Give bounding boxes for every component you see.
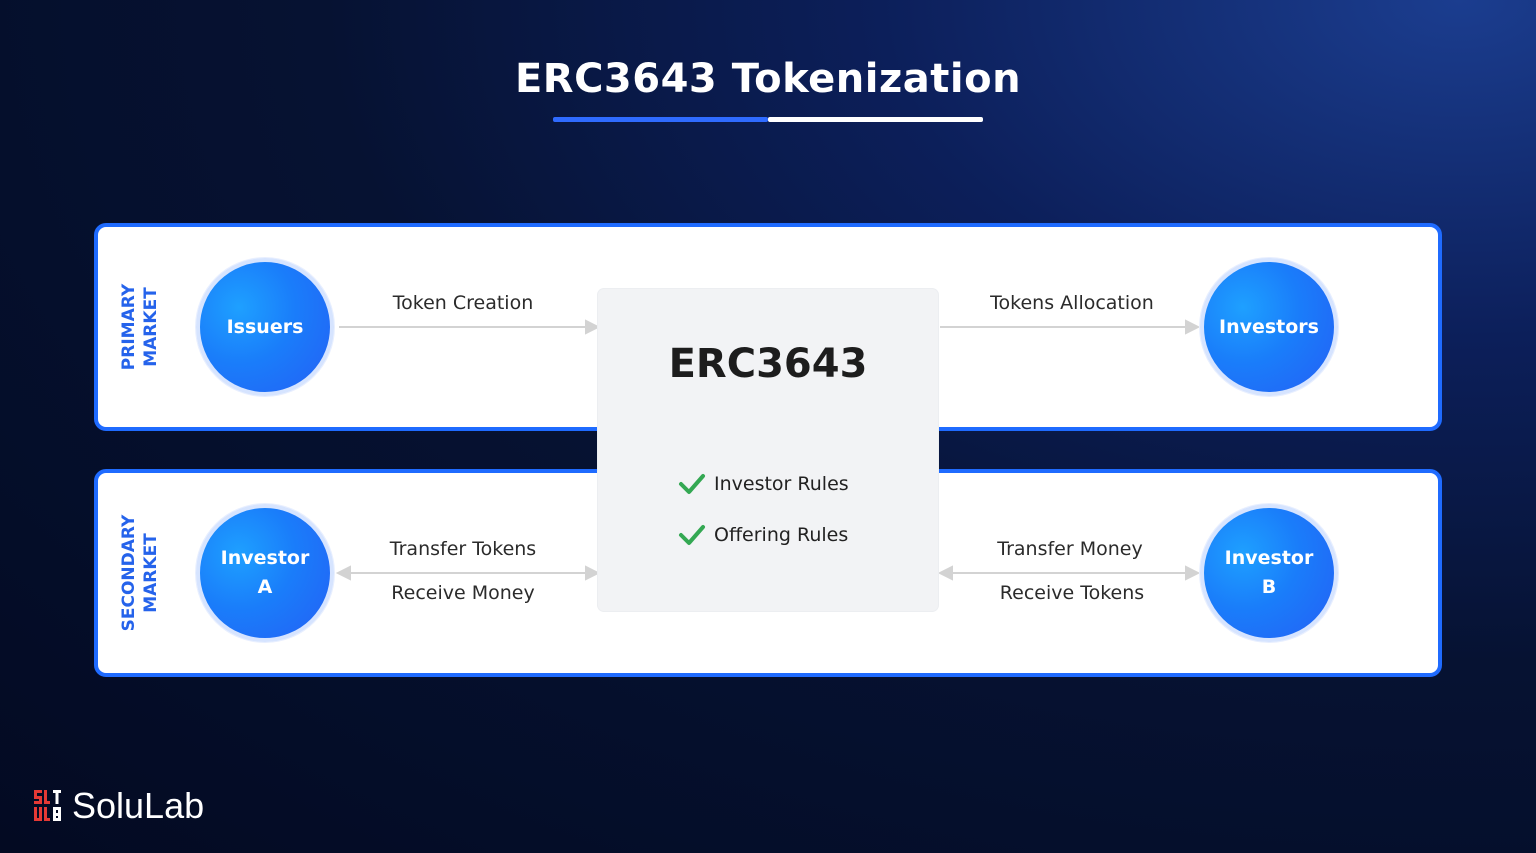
investor-b-node: Investor B (1200, 504, 1338, 642)
investors-label: Investors (1219, 315, 1319, 338)
investor-b-label-line1: Investor (1224, 547, 1314, 569)
investor-b-label-line2: B (1261, 576, 1277, 598)
left-exchange-arrowhead-left (335, 565, 351, 581)
rule-item: Offering Rules (678, 524, 848, 546)
issuers-label: Issuers (226, 315, 304, 338)
title-underline-blue (553, 117, 768, 122)
investor-rules-label: Investor Rules (714, 473, 849, 495)
rule-item: Investor Rules (678, 473, 849, 495)
receive-money-label: Receive Money (391, 582, 535, 604)
offering-rules-label: Offering Rules (714, 524, 849, 546)
tokens-allocation-label: Tokens Allocation (990, 292, 1154, 314)
issuers-node: Issuers (196, 258, 334, 396)
transfer-money-label: Transfer Money (997, 538, 1143, 560)
right-exchange-arrowhead-left (937, 565, 953, 581)
investor-a-label-line1: Investor (220, 547, 310, 569)
check-icon (679, 474, 705, 494)
token-creation-arrowhead (585, 319, 601, 335)
right-exchange-arrowhead-right (1185, 565, 1201, 581)
token-creation-label: Token Creation (392, 292, 534, 314)
title-underline-white (768, 117, 983, 122)
erc3643-title: ERC3643 (668, 341, 868, 387)
tokens-allocation-arrowhead (1185, 319, 1201, 335)
solulab-wordmark: SoluLab (72, 785, 205, 826)
investor-a-node: Investor A (196, 504, 334, 642)
receive-tokens-label: Receive Tokens (999, 582, 1145, 604)
solulab-logo-icon (34, 790, 61, 821)
investor-a-label-line2: A (257, 576, 273, 598)
solulab-logo: SoluLab (34, 785, 204, 827)
left-exchange-arrowhead-right (585, 565, 601, 581)
check-icon (679, 525, 705, 545)
investors-node: Investors (1200, 258, 1338, 396)
page-title: ERC3643 Tokenization (514, 56, 1022, 102)
transfer-tokens-label: Transfer Tokens (389, 538, 537, 560)
erc3643-box: ERC3643 Investor Rules Offering Rules (598, 289, 938, 611)
